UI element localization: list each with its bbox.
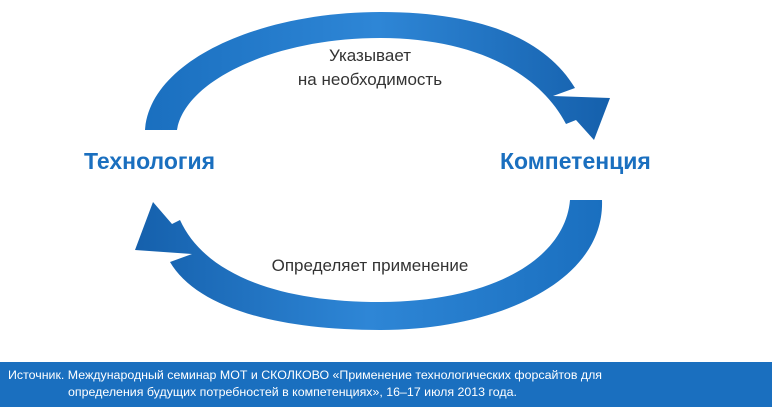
top-arrow xyxy=(145,12,610,140)
source-line1: Источник. Международный семинар МОТ и СК… xyxy=(8,368,603,382)
bottom-edge-label: Определяет применение xyxy=(271,256,469,275)
source-footer: Источник. Международный семинар МОТ и СК… xyxy=(0,362,772,407)
source-line2: определения будущих потребностей в компе… xyxy=(68,385,517,399)
technology-node-label: Технология xyxy=(84,148,216,174)
top-edge-label: Указывает на необходимость xyxy=(250,44,490,92)
bottom-arrow xyxy=(135,200,603,330)
top-edge-label-line1: Указывает xyxy=(328,46,412,65)
cycle-arrows xyxy=(135,12,610,330)
top-edge-label-line2: на необходимость xyxy=(297,70,443,89)
cycle-diagram xyxy=(135,12,610,330)
competence-node-label: Компетенция xyxy=(500,148,651,174)
